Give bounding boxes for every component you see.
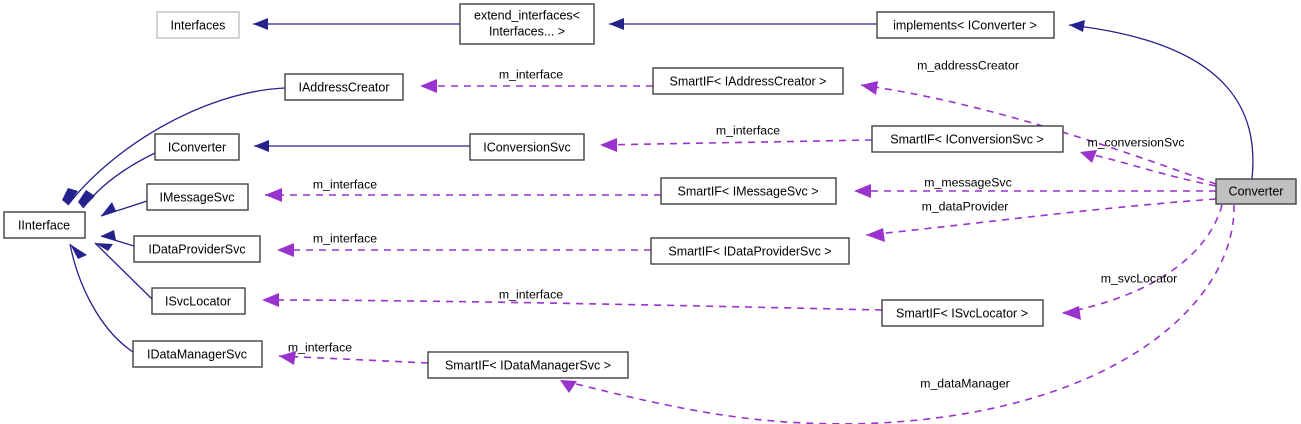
edge-label-m-svclocator: m_svcLocator — [1101, 271, 1178, 285]
node-iconversionsvc-label: IConversionSvc — [483, 140, 571, 154]
edge-iconverter-to-iinterface — [78, 152, 156, 209]
node-interfaces-label: Interfaces — [171, 18, 226, 32]
edge-label-m-messagesvc: m_messageSvc — [924, 175, 1011, 189]
edge-iconversionsvc-to-iconverter — [254, 140, 470, 152]
node-smartif-imessagesvc[interactable]: SmartIF< IMessageSvc > — [660, 177, 837, 205]
node-converter[interactable]: Converter — [1215, 178, 1297, 205]
node-smartif-iconversionsvc[interactable]: SmartIF< IConversionSvc > — [871, 125, 1064, 153]
nodes: Interfaces extend_interfaces< Interfaces… — [3, 3, 1297, 379]
node-iconverter[interactable]: IConverter — [154, 133, 240, 161]
node-interfaces[interactable]: Interfaces — [156, 11, 240, 39]
edge-idataprovidersvc-to-iinterface — [100, 230, 135, 247]
node-smartif-idatamanagersvc[interactable]: SmartIF< IDataManagerSvc > — [427, 351, 629, 379]
inheritance-edges — [62, 18, 1254, 353]
edge-label-m-interface-svclocator: m_interface — [499, 287, 563, 301]
edge-smartif-idataprovidersvc-to-idataprovidersvc — [277, 243, 651, 257]
node-implements-iconverter-label: implements< IConverter > — [893, 18, 1037, 32]
edge-converter-to-smartif-idatamanagersvc — [559, 204, 1235, 424]
edge-isvclocator-to-iinterface — [94, 242, 153, 300]
edge-converter-to-smartif-idataprovidersvc — [865, 198, 1217, 242]
node-idataprovidersvc[interactable]: IDataProviderSvc — [133, 235, 261, 263]
node-iinterface[interactable]: IInterface — [3, 211, 86, 239]
node-implements-iconverter[interactable]: implements< IConverter > — [876, 11, 1055, 39]
edge-label-m-datamanager: m_dataManager — [920, 376, 1010, 390]
edge-converter-to-smartif-isvclocator — [1061, 204, 1223, 320]
edge-label-m-conversionsvc: m_conversionSvc — [1087, 135, 1184, 149]
edge-smartif-idatamanagersvc-to-idatamanagersvc — [278, 351, 429, 365]
edge-iaddresscreator-to-iinterface — [62, 87, 286, 206]
node-smartif-iaddresscreator-label: SmartIF< IAddressCreator > — [669, 74, 826, 88]
node-smartif-idataprovidersvc-label: SmartIF< IDataProviderSvc > — [668, 244, 831, 258]
usage-edges — [261, 79, 1235, 424]
node-smartif-iaddresscreator[interactable]: SmartIF< IAddressCreator > — [652, 67, 844, 95]
node-extend-interfaces-label-line2: Interfaces... > — [489, 24, 565, 38]
edge-smartif-imessagesvc-to-imessagesvc — [265, 188, 661, 202]
node-imessagesvc[interactable]: IMessageSvc — [146, 183, 249, 211]
edge-smartif-isvclocator-to-isvclocator — [261, 293, 883, 311]
node-smartif-idatamanagersvc-label: SmartIF< IDataManagerSvc > — [445, 358, 611, 372]
node-iinterface-label: IInterface — [18, 218, 70, 232]
node-smartif-isvclocator[interactable]: SmartIF< ISvcLocator > — [881, 299, 1044, 327]
edge-label-m-interface-dataprovidersvc: m_interface — [313, 231, 377, 245]
edge-label-m-interface-conversionsvc: m_interface — [716, 123, 780, 137]
edge-implements-to-extend-interfaces — [609, 18, 877, 30]
node-iconversionsvc[interactable]: IConversionSvc — [469, 133, 585, 161]
edge-converter-to-smartif-iconversionsvc — [1079, 150, 1217, 187]
edge-label-m-interface-datamanagersvc: m_interface — [288, 340, 352, 354]
node-smartif-iconversionsvc-label: SmartIF< IConversionSvc > — [890, 132, 1044, 146]
edge-converter-to-implements — [1068, 20, 1254, 180]
edge-label-m-dataprovider: m_dataProvider — [922, 199, 1009, 213]
node-imessagesvc-label: IMessageSvc — [159, 190, 234, 204]
edge-labels: m_interface m_addressCreator m_interface… — [288, 58, 1185, 390]
node-iaddresscreator-label: IAddressCreator — [298, 80, 389, 94]
node-iconverter-label: IConverter — [168, 140, 226, 154]
edge-imessagesvc-to-iinterface — [100, 200, 148, 217]
node-idatamanagersvc[interactable]: IDataManagerSvc — [132, 340, 263, 368]
node-extend-interfaces-label-line1: extend_interfaces< — [474, 8, 580, 22]
edge-converter-to-smartif-imessagesvc — [854, 184, 1216, 198]
node-smartif-imessagesvc-label: SmartIF< IMessageSvc > — [677, 184, 818, 198]
edge-extend-interfaces-to-interfaces — [253, 18, 460, 30]
node-isvclocator-label: ISvcLocator — [165, 294, 231, 308]
node-idatamanagersvc-label: IDataManagerSvc — [147, 347, 247, 361]
node-smartif-isvclocator-label: SmartIF< ISvcLocator > — [896, 306, 1028, 320]
edge-smartif-iconversionsvc-to-iconversionsvc — [599, 138, 873, 152]
edge-idatamanagersvc-to-iinterface — [69, 243, 134, 353]
node-extend-interfaces[interactable]: extend_interfaces< Interfaces... > — [459, 3, 595, 45]
edge-label-m-interface-addresscreator: m_interface — [499, 67, 563, 81]
node-iaddresscreator[interactable]: IAddressCreator — [284, 73, 404, 101]
edge-label-m-interface-messagesvc: m_interface — [313, 177, 377, 191]
node-isvclocator[interactable]: ISvcLocator — [151, 287, 246, 315]
node-smartif-idataprovidersvc[interactable]: SmartIF< IDataProviderSvc > — [650, 237, 850, 265]
node-converter-label: Converter — [1229, 184, 1284, 198]
edge-smartif-iaddresscreator-to-iaddresscreator — [420, 79, 653, 93]
node-idataprovidersvc-label: IDataProviderSvc — [148, 242, 245, 256]
edge-label-m-addresscreator: m_addressCreator — [917, 58, 1019, 72]
